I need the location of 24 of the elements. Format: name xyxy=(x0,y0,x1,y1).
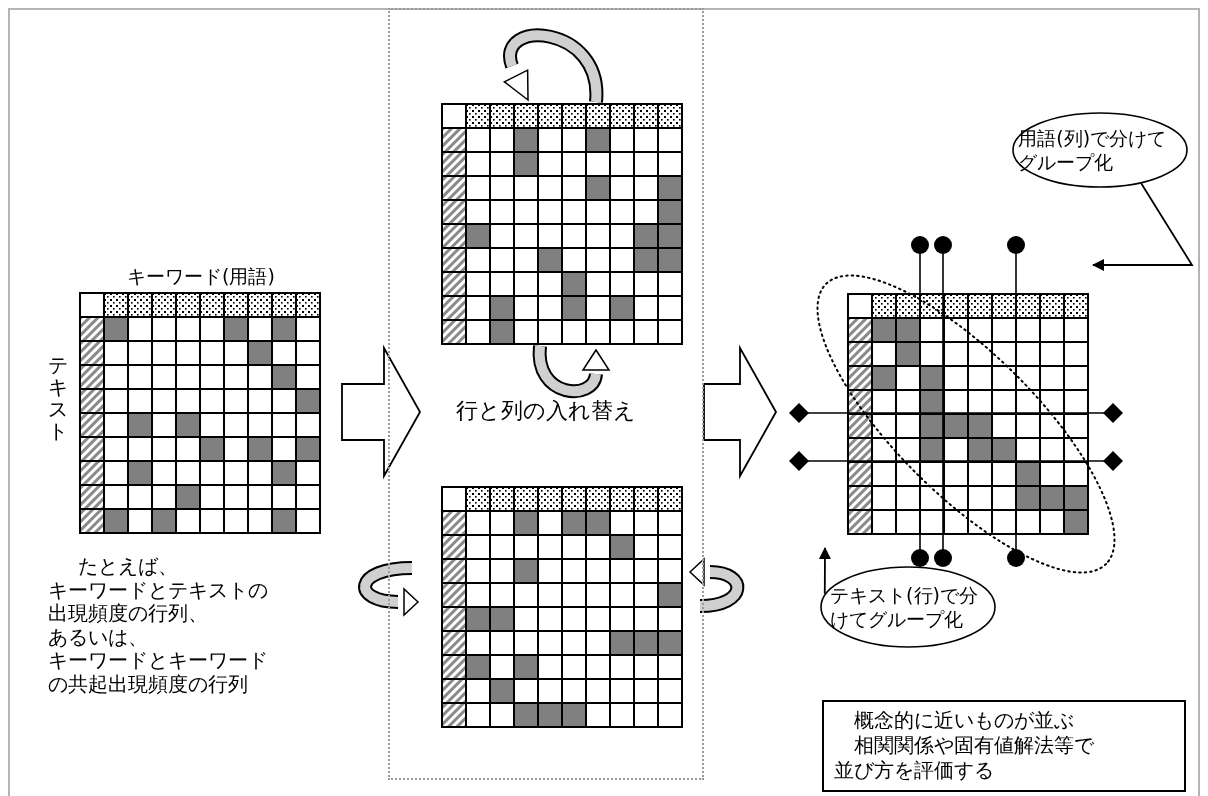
callout-text: 用語(列)で分けてグループ化 xyxy=(1018,126,1168,174)
matrix-grid xyxy=(847,293,1090,536)
note-text: キーワードとキーワード xyxy=(48,649,268,673)
swap-label: 行と列の入れ替え xyxy=(455,397,637,425)
note-text: キーワードとテキストの xyxy=(48,578,268,602)
block-arrow xyxy=(703,344,778,480)
note-text: たとえば、 xyxy=(77,555,178,579)
note-text: 相関関係や固有値解法等で並び方を評価する xyxy=(834,733,1095,783)
arrow xyxy=(1092,182,1194,271)
matrix-grid xyxy=(441,103,684,346)
note-box xyxy=(822,700,1186,792)
row-heading: テキスト xyxy=(48,354,68,442)
arrow xyxy=(818,547,831,595)
note-text: あるいは、 xyxy=(48,625,148,649)
callout-text: テキスト(行)で分けてグループ化 xyxy=(830,583,979,631)
note-text: の共起出現頻度の行列 xyxy=(48,672,248,696)
dotted-frame xyxy=(388,8,704,780)
ellipse-callout xyxy=(1012,112,1188,188)
ellipse-callout xyxy=(820,566,996,648)
matrix-grid xyxy=(441,486,684,729)
note-text: 出現頻度の行列、 xyxy=(48,602,208,626)
block-arrow xyxy=(341,344,422,480)
note-text: 概念的に近いものが並ぶ xyxy=(853,708,1075,733)
column-heading: キーワード(用語) xyxy=(126,264,276,289)
